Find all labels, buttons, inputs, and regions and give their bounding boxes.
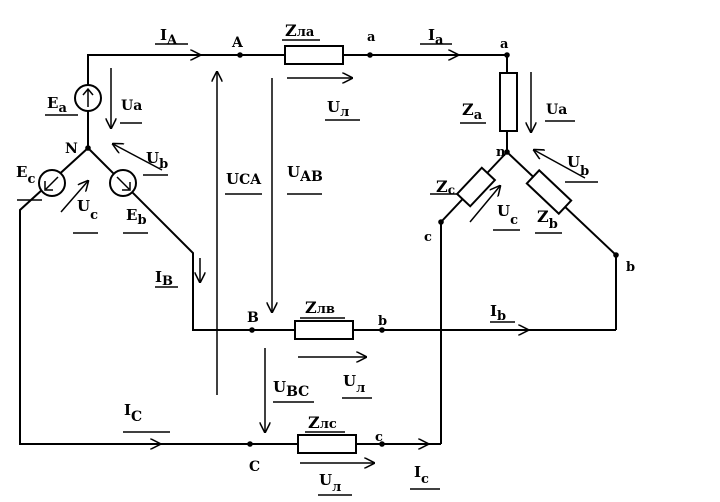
label-Uc-source: Uc <box>77 197 98 223</box>
voltage-arrows <box>60 68 586 463</box>
label-IA: IA <box>160 26 178 48</box>
source-star <box>19 84 298 445</box>
label-Ic: Ic <box>414 463 429 487</box>
arrow-Uc-load <box>469 186 500 223</box>
node-labels: A a a N n B b b C c c <box>65 30 635 475</box>
node-label-a-line: a <box>367 30 376 45</box>
label-underlines <box>17 39 598 496</box>
emf-a-arrow-icon <box>82 87 94 107</box>
emf-labels: Ea Eb Ec <box>16 94 147 228</box>
label-UAB: UAB <box>287 163 323 185</box>
node-label-b-line: b <box>378 314 387 329</box>
emf-b-arrow-icon <box>116 176 131 191</box>
label-Ib: Ib <box>490 302 506 324</box>
impedance-labels: Zлa Zлв Zлс Za Zb Zc <box>285 21 558 432</box>
label-Ub-source: Ub <box>146 149 168 172</box>
load-impedance-a <box>499 72 518 132</box>
voltage-labels: Ua Ub Uc UCA UAB UBC Uл Uл Uл Ua Ub Uc <box>77 98 589 495</box>
line-impedance-a <box>284 45 344 65</box>
arrow-Ub-load <box>534 150 586 179</box>
emf-c-arrow-icon <box>44 176 59 191</box>
arrow-Ub-source <box>113 144 163 171</box>
load-impedance-c <box>455 166 497 208</box>
phase-b-line <box>249 320 616 340</box>
label-Ec: Ec <box>16 163 35 187</box>
label-Ua-source: Ua <box>121 98 142 114</box>
node-label-C: C <box>249 459 260 475</box>
label-Ub-load: Ub <box>567 153 589 179</box>
node-label-c-line: c <box>375 430 383 445</box>
node-label-N: N <box>65 141 78 157</box>
load-phase-a <box>499 72 518 155</box>
node-label-b-load: b <box>626 260 635 275</box>
label-Ul-1: Uл <box>327 98 349 120</box>
load-star <box>438 151 619 444</box>
node-label-n: n <box>496 145 506 160</box>
label-Zc: Zc <box>436 177 455 197</box>
phase-c-line <box>120 434 441 454</box>
label-Uc-load: Uc <box>497 202 518 228</box>
node-label-B: B <box>247 310 259 326</box>
line-impedance-c <box>297 434 357 454</box>
label-Za: Za <box>462 100 483 123</box>
label-UBC: UBC <box>273 378 309 400</box>
node-label-A: A <box>231 35 244 51</box>
arrow-Uc-source <box>60 181 88 213</box>
label-IB: IB <box>155 268 173 289</box>
line-impedance-b <box>294 320 354 340</box>
label-IC: IC <box>124 401 142 425</box>
label-Zla: Zлa <box>285 21 315 40</box>
load-impedance-b <box>525 168 573 216</box>
label-Zlc: Zлс <box>308 413 337 432</box>
label-Ea: Ea <box>47 94 67 116</box>
label-Eb: Eb <box>126 206 147 228</box>
node-label-c-load: c <box>424 230 432 245</box>
current-labels: IA Ia IB Ib IC Ic <box>124 26 506 487</box>
label-Zlb: Zлв <box>305 298 335 317</box>
label-UCA: UCA <box>226 170 262 188</box>
node-label-a-load: a <box>500 37 509 52</box>
label-Ua-load: Ua <box>546 102 567 118</box>
phase-a-line <box>87 45 510 85</box>
label-Zb: Zb <box>537 207 558 232</box>
label-Ul-3: Uл <box>319 471 341 495</box>
label-Ia: Ia <box>428 26 444 48</box>
label-Ul-2: Uл <box>343 372 365 396</box>
